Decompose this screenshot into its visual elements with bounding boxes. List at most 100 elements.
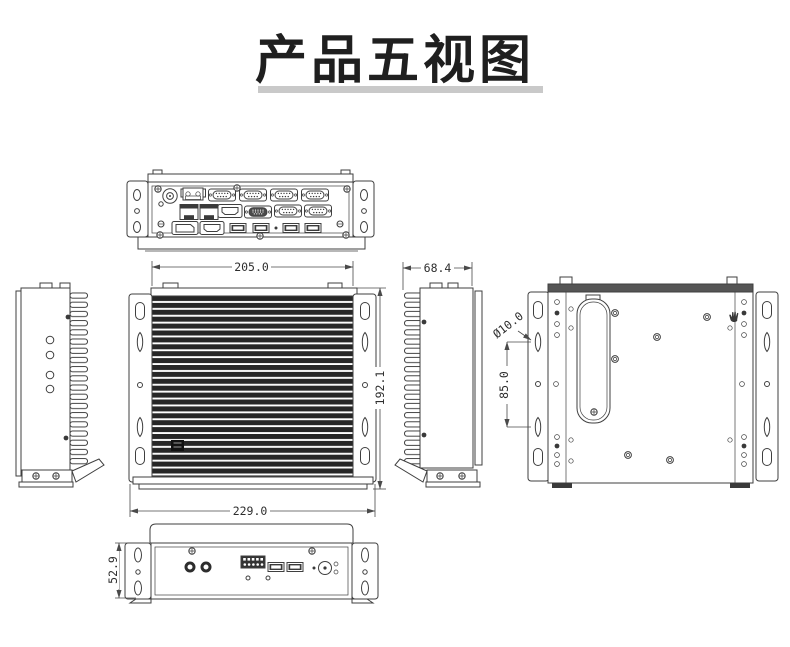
foot-flange xyxy=(71,458,105,483)
heatsink-fins xyxy=(402,292,420,466)
side-body xyxy=(20,287,71,471)
back-plate-edge xyxy=(15,290,22,477)
top-edge xyxy=(547,283,754,293)
hex-screw-icon xyxy=(666,456,674,464)
side-hole xyxy=(45,350,55,360)
screw-dot xyxy=(63,435,69,441)
dim-mount-hole-spacing: 85.0 xyxy=(497,341,531,428)
usb-port-icon xyxy=(229,223,247,233)
foot-mark xyxy=(552,483,572,488)
dc-power-jack xyxy=(162,188,178,204)
title-underline xyxy=(258,86,543,93)
side-hole xyxy=(45,384,55,394)
dim-front-overall-width: 229.0 xyxy=(129,484,376,518)
panel-hole xyxy=(245,575,251,581)
svg-text:52.9: 52.9 xyxy=(106,556,120,584)
panel-hole xyxy=(158,201,164,207)
panel-screw-icon xyxy=(157,220,165,228)
hex-screw-icon xyxy=(611,355,619,363)
screw-icon xyxy=(308,547,316,555)
side-hole xyxy=(45,335,55,345)
svg-text:205.0: 205.0 xyxy=(234,260,269,274)
usb-port-icon xyxy=(304,223,322,233)
front-view: 205.0 229.0 192.1 xyxy=(128,260,387,518)
usb-port-icon xyxy=(286,562,304,572)
foot-plate xyxy=(426,469,478,483)
power-button xyxy=(312,561,339,575)
screw-icon xyxy=(342,231,350,239)
dim-mount-hole-diameter: Ø10.0 xyxy=(490,309,532,341)
dim-side-depth: 68.4 xyxy=(402,261,473,290)
svg-text:192.1: 192.1 xyxy=(373,371,387,406)
foot-mark xyxy=(730,483,750,488)
hex-screw-icon xyxy=(653,333,661,341)
bottom-strip xyxy=(132,476,374,485)
left-rail-holes xyxy=(553,299,574,467)
right-side-view: 68.4 xyxy=(394,261,483,488)
com-port-icon xyxy=(301,188,329,202)
power-terminal-block xyxy=(180,187,206,201)
com-port-icon xyxy=(270,188,298,202)
hex-screw-icon xyxy=(611,309,619,317)
right-rail-holes xyxy=(727,299,747,467)
panel-screw-icon xyxy=(336,220,344,228)
rear-panel-inner xyxy=(151,185,350,234)
left-mount-bracket xyxy=(126,180,149,238)
usb-port-icon xyxy=(252,223,270,233)
usb-port-icon xyxy=(282,223,300,233)
com-port-icon xyxy=(274,204,302,218)
right-wall-bracket xyxy=(755,291,779,482)
displayport-icon xyxy=(171,221,199,235)
vga-port-icon xyxy=(244,205,272,219)
side-body xyxy=(419,287,474,469)
antenna-connector xyxy=(200,561,212,573)
screw-icon xyxy=(188,547,196,555)
screw-icon xyxy=(256,232,264,240)
front-face xyxy=(150,542,353,600)
com-port-icon xyxy=(239,188,267,202)
heatsink-fins xyxy=(70,292,88,466)
left-mount-plate xyxy=(128,293,153,483)
ethernet-port-icon xyxy=(179,204,199,220)
svg-text:229.0: 229.0 xyxy=(233,504,268,518)
top-edge xyxy=(150,287,358,297)
bottom-io-row xyxy=(157,220,344,235)
hex-screw-icon xyxy=(624,451,632,459)
ethernet-port-icon xyxy=(199,204,219,220)
top-flange xyxy=(147,173,354,183)
dim-bottom-height: 52.9 xyxy=(106,542,149,599)
screw-icon xyxy=(343,185,351,193)
side-hole xyxy=(45,370,55,380)
rear-panel-view xyxy=(126,169,375,252)
back-plate-edge xyxy=(474,290,483,466)
foot-flange xyxy=(394,458,428,483)
screw-icon xyxy=(154,185,162,193)
screw-dot xyxy=(421,432,427,438)
middle-io-row xyxy=(179,204,332,220)
dim-front-height: 192.1 xyxy=(357,287,387,490)
com-port-icon xyxy=(208,188,236,202)
panel-hole xyxy=(265,575,271,581)
foot-base xyxy=(18,481,74,488)
usb-port-icon xyxy=(267,562,285,572)
hdmi-port-icon xyxy=(199,221,225,235)
bottom-flange xyxy=(137,236,366,250)
com-port-icon xyxy=(304,204,332,218)
page-title: 产品五视图 xyxy=(254,32,535,90)
foot-flange xyxy=(351,598,375,604)
left-wall-bracket xyxy=(527,291,550,482)
chassis-tab xyxy=(726,276,738,285)
io-terminal-block xyxy=(240,555,266,569)
front-face-inner xyxy=(154,546,349,596)
screw-icon xyxy=(458,472,466,480)
screw-icon xyxy=(156,231,164,239)
finned-front-body xyxy=(151,295,354,477)
svg-text:68.4: 68.4 xyxy=(424,261,452,275)
left-mount-bracket xyxy=(124,542,152,600)
hex-screw-icon xyxy=(703,313,711,321)
foot-plate xyxy=(21,469,73,483)
label-mark xyxy=(171,440,184,451)
bottom-view: 52.9 xyxy=(106,523,379,604)
foot-flange xyxy=(128,598,152,604)
